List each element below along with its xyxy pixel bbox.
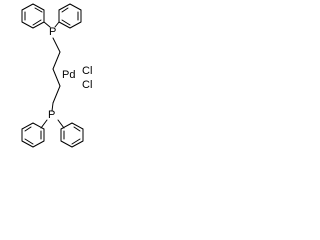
butane-chain [51, 37, 61, 112]
phenyl-ring-bottom-left [21, 122, 45, 148]
phenyl-ring-top-right [58, 3, 82, 29]
phenyl-ring-bottom-right [60, 122, 84, 148]
phosphorus-atom-top: P [49, 26, 57, 38]
chemical-structure-diagram: P Pd Cl Cl P [0, 0, 108, 161]
bond-p-top-right-phenyl [54, 21, 60, 28]
bond-drawing [21, 3, 84, 148]
phenyl-ring-top-left [21, 3, 45, 29]
bond-p-bottom-left-phenyl [40, 119, 48, 129]
palladium-atom: Pd [62, 69, 76, 81]
bond-p-bottom-right-phenyl [57, 119, 65, 129]
bond-p-top-left-phenyl [43, 21, 51, 28]
chloride-atom-2: Cl [82, 79, 93, 91]
phosphorus-atom-bottom: P [48, 109, 56, 121]
chloride-atom-1: Cl [82, 65, 93, 77]
